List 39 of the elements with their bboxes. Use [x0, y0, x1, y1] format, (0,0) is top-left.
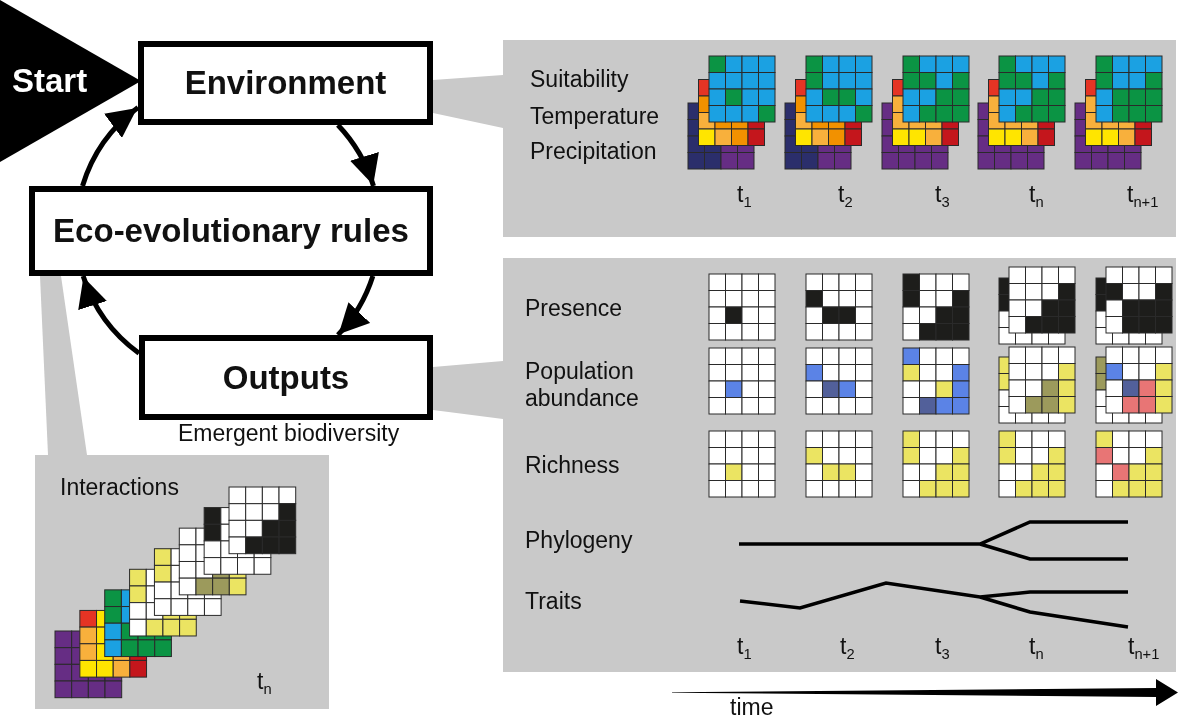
detail-panel: [35, 455, 329, 709]
row-label: Phylogeny: [525, 527, 633, 554]
cycle-arrow: [336, 123, 377, 187]
cycle-arrow: [80, 105, 140, 187]
process-box: [138, 41, 433, 125]
time-step-label: t$_{1}$: [737, 181, 752, 208]
row-label: Population abundance: [525, 358, 639, 412]
cycle-arrow: [80, 275, 141, 356]
process-box: [29, 186, 433, 276]
box-label: Outputs: [222, 358, 350, 397]
row-label: Temperature: [530, 103, 660, 130]
process-box: [139, 335, 433, 420]
row-label: Traits: [525, 588, 582, 615]
row-label: Precipitation: [530, 138, 657, 165]
time-step-label: t$_{3}$: [935, 181, 950, 208]
row-label: Suitability: [530, 66, 629, 93]
time-step-label: t$_{2}$: [840, 633, 855, 660]
time-step-label: t$_{n+1}$: [1128, 633, 1160, 660]
detail-panel: [503, 40, 1176, 237]
callout-wedge: [433, 361, 503, 419]
cycle-arrow: [336, 275, 376, 337]
time-step-label: t$_{n}$: [1029, 633, 1044, 660]
time-step-label: t$_{n+1}$: [1127, 181, 1159, 208]
time-step-label: t$_{2}$: [838, 181, 853, 208]
start-triangle: [0, 0, 141, 162]
box-label: Eco-evolutionary rules: [53, 212, 409, 250]
time-step-label: t$_{n}$: [257, 668, 272, 695]
time-step-label: t$_{3}$: [935, 633, 950, 660]
axis-label: time: [730, 695, 774, 719]
node-label: Start: [12, 62, 88, 100]
panel-heading: Interactions: [60, 474, 179, 501]
box-label: Environment: [184, 64, 387, 102]
time-step-label: t$_{n}$: [1029, 181, 1044, 208]
detail-panel: [503, 258, 1176, 672]
time-step-label: t$_{1}$: [737, 633, 752, 660]
node-caption: Emergent biodiversity: [178, 421, 400, 445]
row-label: Richness: [525, 452, 620, 479]
row-label: Presence: [525, 295, 623, 322]
callout-wedge: [40, 276, 87, 455]
